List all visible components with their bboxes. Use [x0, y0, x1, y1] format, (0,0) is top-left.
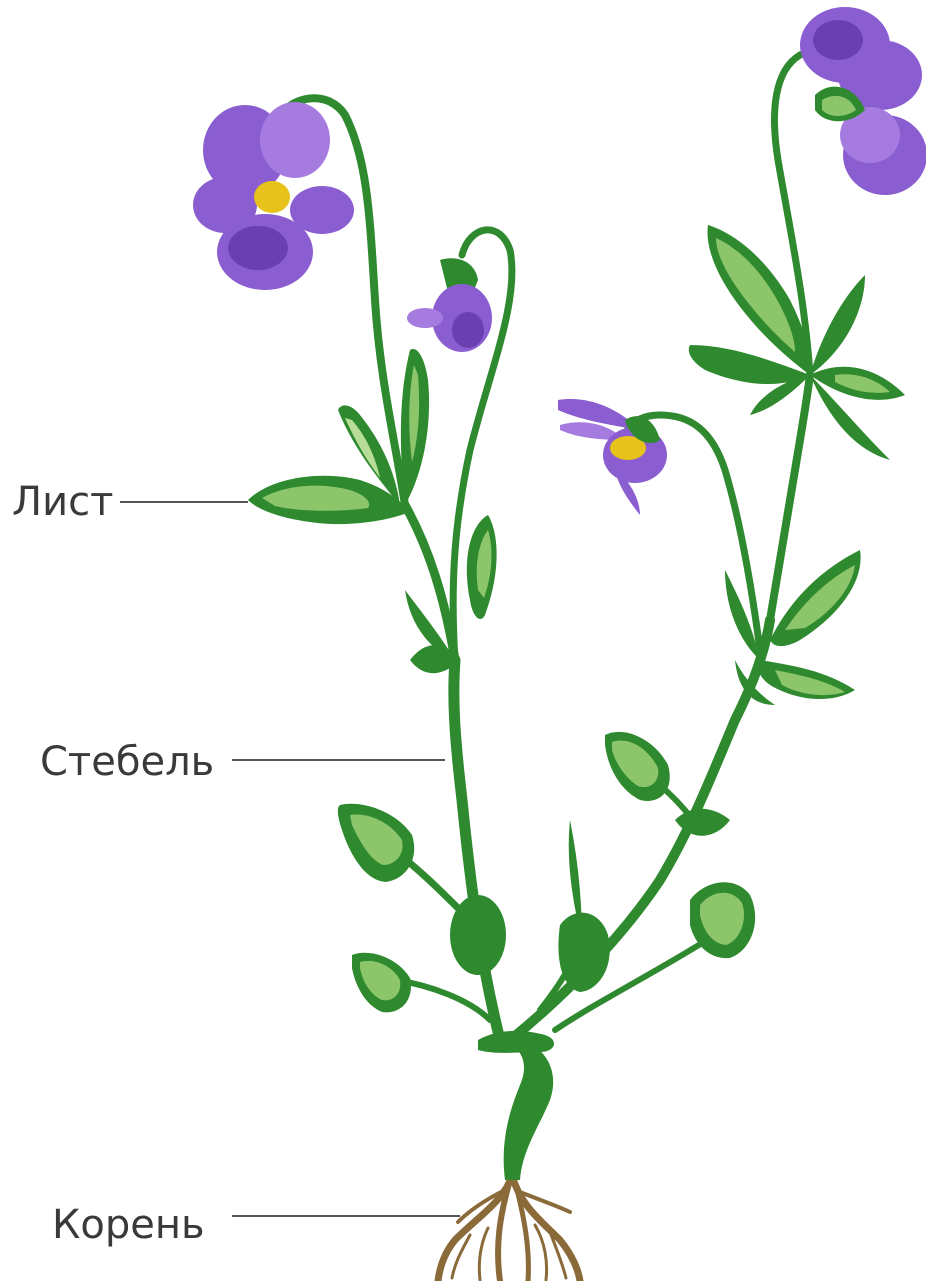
- flower-middle-nodding: [407, 258, 492, 352]
- stems: [285, 52, 835, 1040]
- flower-top-left: [193, 102, 354, 290]
- buds: [338, 732, 755, 1013]
- label-leaf: Лист: [12, 482, 113, 522]
- label-root: Корень: [52, 1205, 205, 1245]
- stem-base: [478, 1031, 554, 1180]
- flower-top-right: [800, 7, 926, 195]
- root-system: [438, 1175, 580, 1281]
- label-stem: Стебель: [40, 742, 214, 782]
